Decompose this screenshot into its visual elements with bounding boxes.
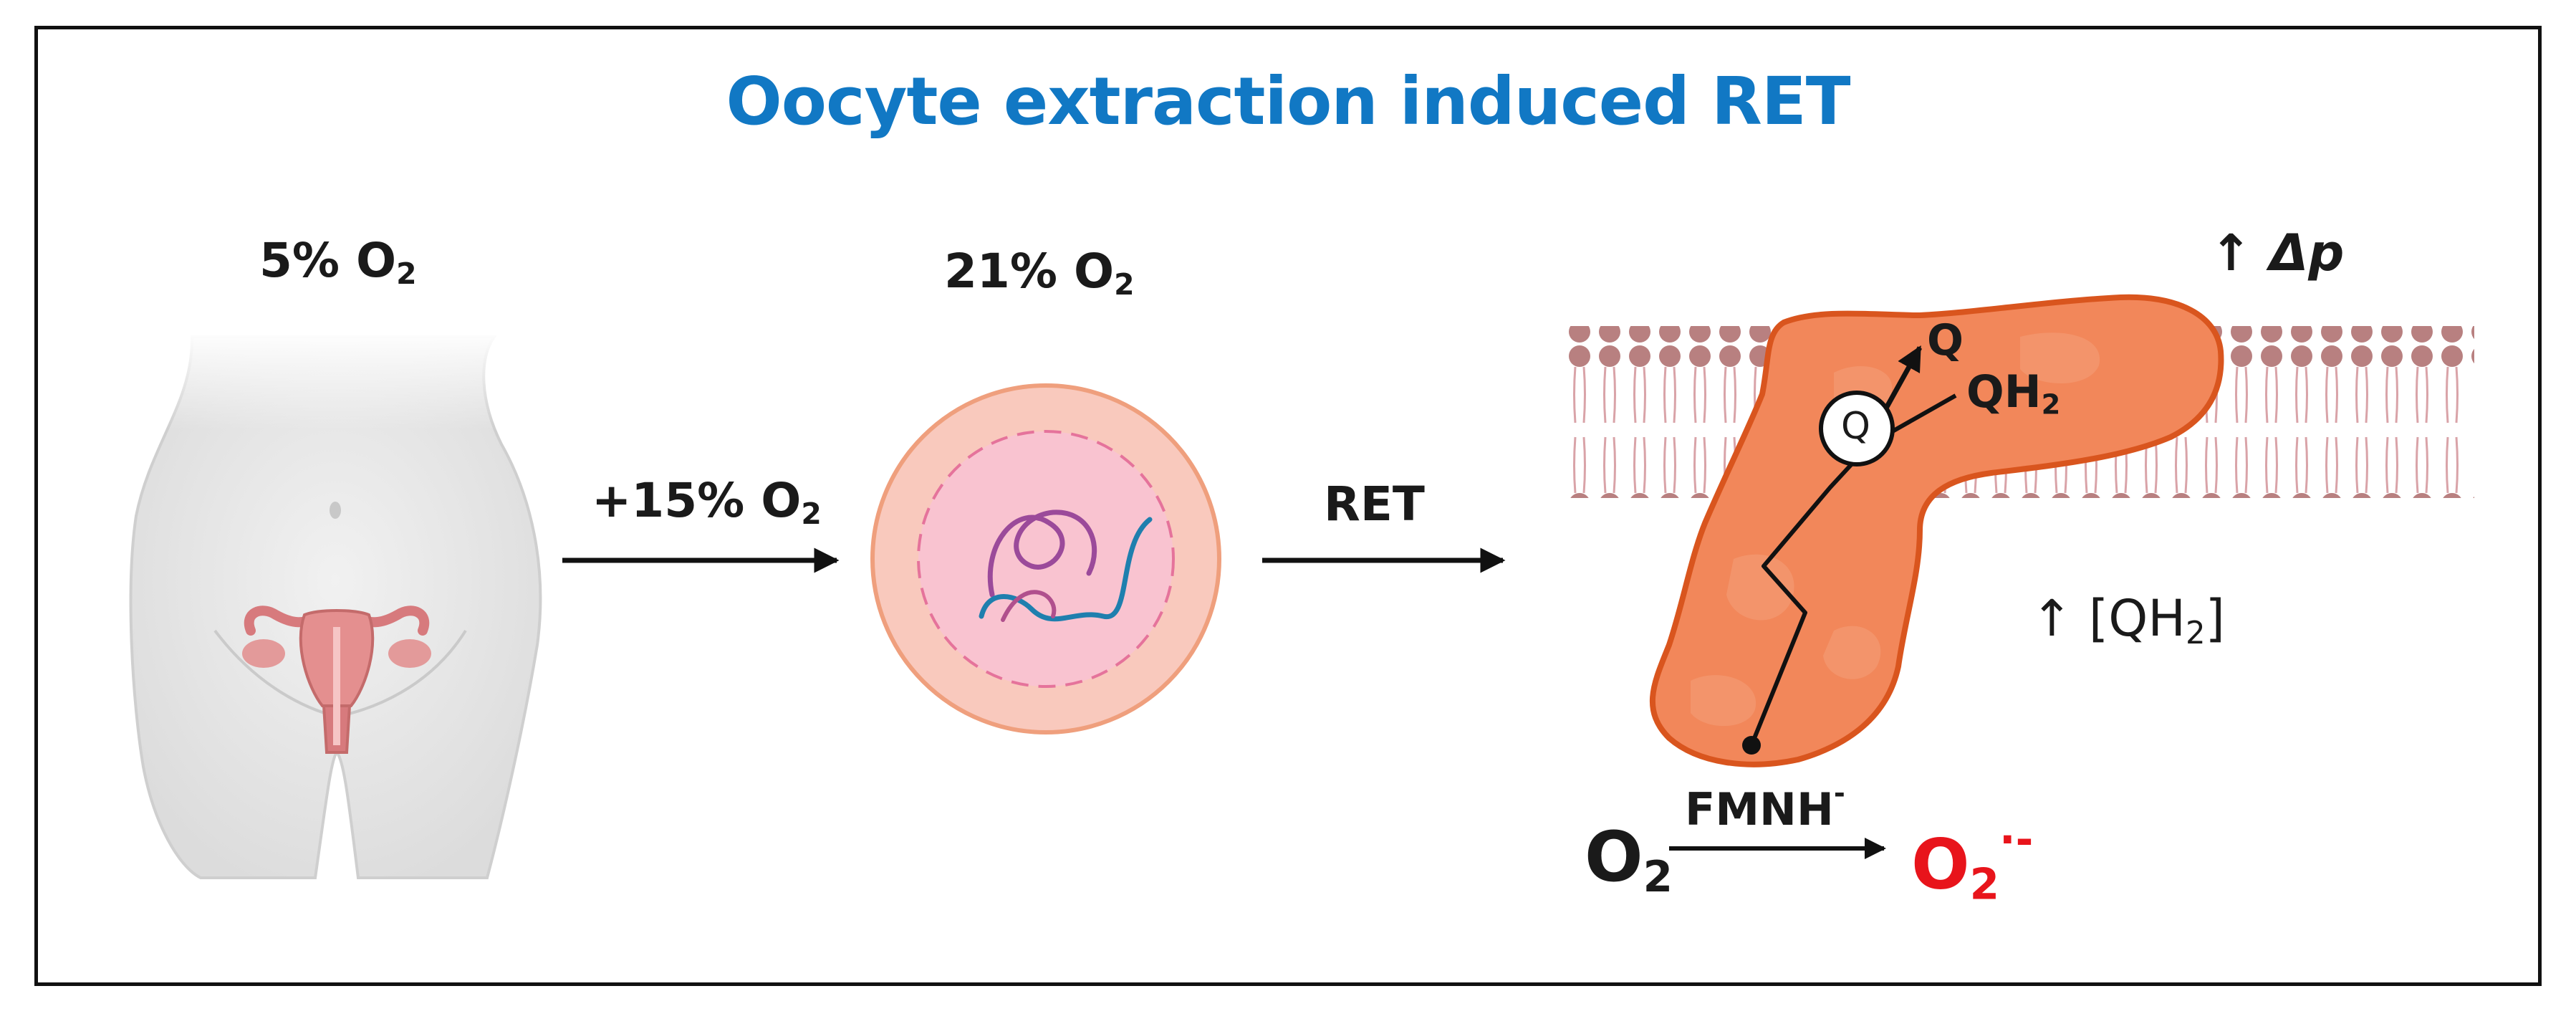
q-release-arrow [1881,345,1923,413]
electron-transfer-path [1749,456,1859,747]
uterus-icon [242,606,431,754]
label-delta-p: ↑ Δp [2210,224,2345,282]
label-fmnh: FMNH- [1685,777,1845,836]
label-ret: RET [1324,477,1425,532]
label-q-circle: Q [1841,405,1870,448]
female-torso-illustration [129,330,542,879]
label-o2-substrate: O2 [1585,817,1673,902]
oocyte-illustration [870,383,1221,734]
figure-title: Oocyte extraction induced RET [726,63,1851,140]
label-q: Q [1927,315,1964,365]
label-superoxide: O2·- [1911,815,2034,910]
quinone-site-icon [1819,391,1895,466]
label-5-percent-o2: 5% O2 [259,233,417,292]
label-plus-15-percent-o2: +15% O2 [592,473,822,532]
fmn-site-dot [1742,736,1761,755]
label-qh2: QH2 [1966,365,2061,421]
label-qh2-concentration: ↑ [QH2] [2031,589,2225,651]
label-21-percent-o2: 21% O2 [944,244,1135,302]
